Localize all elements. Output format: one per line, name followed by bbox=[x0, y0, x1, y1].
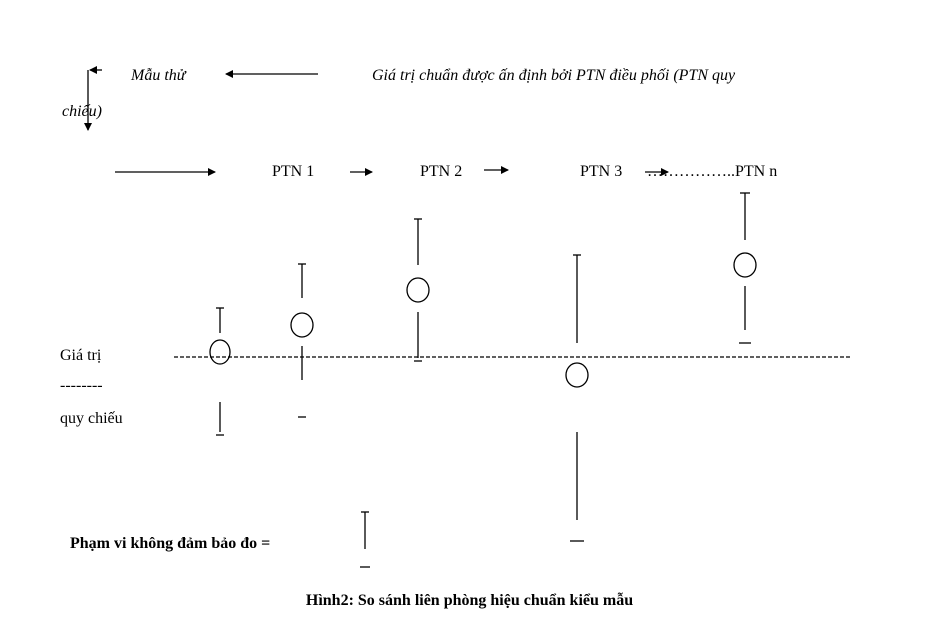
reference-text: Giá trị chuẩn được ấn định bởi PTN điều … bbox=[372, 67, 736, 84]
reference-label-line3: quy chiếu bbox=[60, 410, 123, 427]
lab-label-2: PTN 2 bbox=[420, 163, 463, 180]
figure-caption: Hình2: So sánh liên phòng hiệu chuẩn kiể… bbox=[305, 592, 634, 609]
lab-label-3: PTN 3 bbox=[580, 163, 623, 180]
measurement-point bbox=[733, 252, 757, 278]
error-bar-ptn1 bbox=[209, 307, 231, 436]
uncertainty-legend-label: Phạm vi không đảm bảo đo = bbox=[70, 535, 271, 552]
measurement-point bbox=[565, 362, 589, 388]
sample-label: Mẫu thử bbox=[131, 67, 186, 84]
lab-label-1: PTN 1 bbox=[272, 163, 315, 180]
error-bar-ptn3 bbox=[406, 218, 430, 362]
reference-label-line1: Giá trị bbox=[60, 347, 102, 364]
uncertainty-symbol bbox=[360, 511, 370, 568]
reference-text-cont: chiếu) bbox=[62, 103, 102, 120]
error-bar-ptn-4 bbox=[565, 254, 589, 542]
error-bar-ptnn bbox=[733, 192, 757, 344]
measurement-point bbox=[209, 339, 231, 365]
reference-label-line2: -------- bbox=[60, 377, 103, 394]
error-bar-ptn2 bbox=[290, 263, 314, 418]
measurement-point bbox=[290, 312, 314, 338]
lab-label-n: ……………..PTN n bbox=[647, 163, 778, 180]
measurement-point bbox=[406, 277, 430, 303]
